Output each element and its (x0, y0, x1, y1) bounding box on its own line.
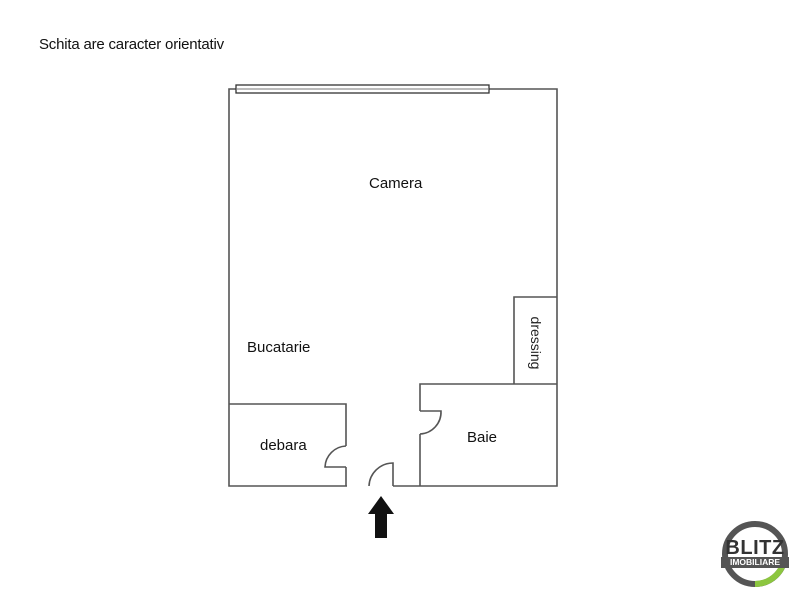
room-label-camera: Camera (369, 175, 423, 192)
room-label-baie: Baie (467, 429, 498, 446)
up-arrow-icon (368, 496, 394, 538)
room-label-debara: debara (260, 437, 307, 454)
room-label-bucatarie: Bucatarie (247, 339, 311, 356)
plan-caption: Schita are caracter orientativ (39, 36, 224, 53)
debara-door (324, 445, 347, 468)
logo-ring-icon (722, 521, 788, 587)
logo-line1: BLITZ (725, 537, 785, 559)
blitz-logo: BLITZ IMOBILIARE (721, 520, 789, 588)
baie-door (419, 410, 442, 435)
debara-wall (229, 403, 347, 446)
dressing-wall (513, 296, 557, 384)
outer-wall (228, 88, 347, 487)
logo-line2: IMOBILIARE (721, 557, 789, 568)
outer-wall-right (393, 88, 558, 487)
entrance-door (368, 462, 394, 487)
room-label-dressing: dressing (528, 316, 544, 370)
